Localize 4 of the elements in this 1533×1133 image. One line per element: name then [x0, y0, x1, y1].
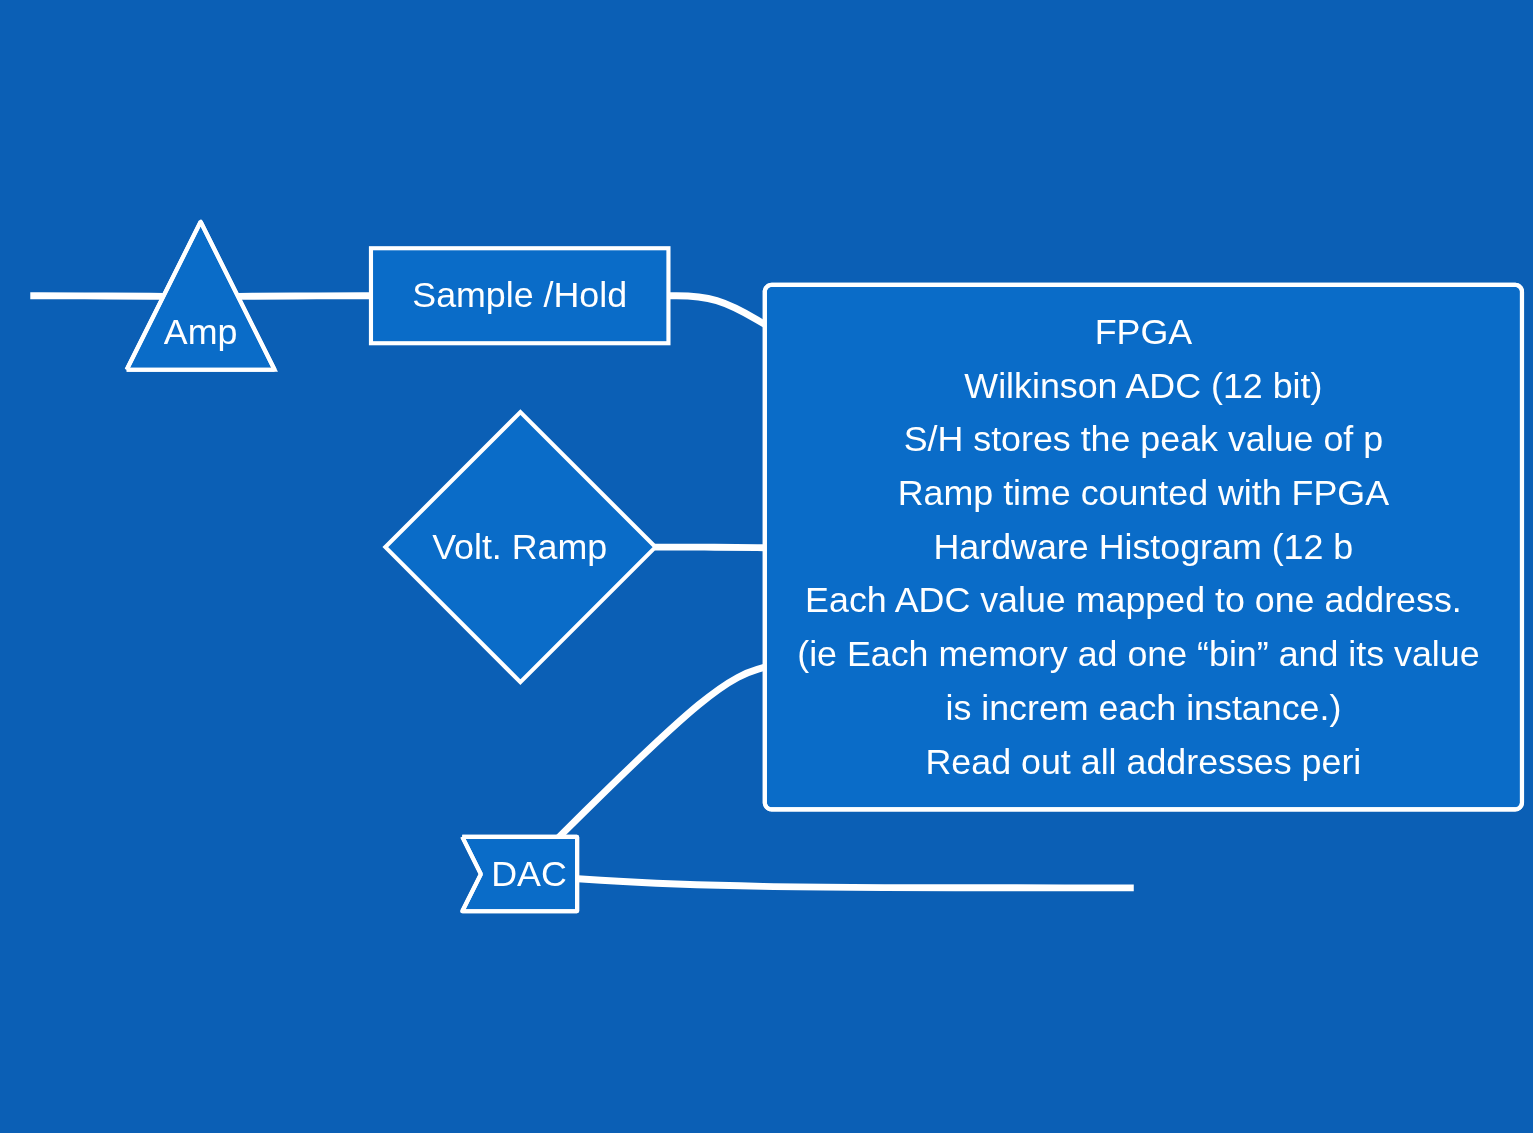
node-box: Sample /Hold [368, 246, 671, 346]
connector [238, 292, 371, 300]
node-diamond: Volt. Ramp [382, 409, 659, 686]
connector [654, 543, 766, 552]
